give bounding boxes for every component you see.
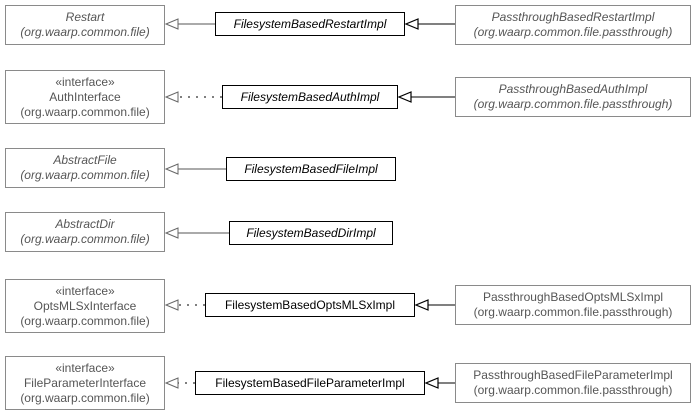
class-name: PassthroughBasedFileParameterImpl	[473, 368, 673, 382]
package-name: (org.waarp.common.file)	[20, 168, 150, 182]
class-name: AbstractFile	[53, 153, 117, 167]
class-abstract-file[interactable]: AbstractFile (org.waarp.common.file)	[5, 148, 165, 188]
class-name: OptsMLSxInterface	[33, 298, 137, 313]
class-filesystem-based-file-parameter-impl[interactable]: FilesystemBasedFileParameterImpl	[195, 371, 425, 395]
interface-file-parameter-interface[interactable]: «interface» FileParameterInterface (org.…	[5, 356, 165, 410]
class-name: FilesystemBasedAuthImpl	[240, 89, 380, 104]
package-name: (org.waarp.common.file)	[20, 104, 150, 119]
class-name: Restart	[65, 10, 105, 24]
stereotype-label: «interface»	[55, 360, 115, 375]
class-passthrough-based-file-parameter-impl[interactable]: PassthroughBasedFileParameterImpl (org.w…	[455, 363, 691, 403]
package-name: (org.waarp.common.file.passthrough)	[473, 383, 673, 397]
class-name: AbstractDir	[55, 217, 115, 231]
class-name: PassthroughBasedAuthImpl	[498, 82, 648, 96]
package-name: (org.waarp.common.file)	[20, 390, 150, 405]
stereotype-label: «interface»	[55, 74, 115, 89]
interface-auth-interface[interactable]: «interface» AuthInterface (org.waarp.com…	[5, 70, 165, 124]
class-filesystem-based-auth-impl[interactable]: FilesystemBasedAuthImpl	[222, 85, 398, 109]
package-name: (org.waarp.common.file)	[20, 313, 150, 328]
package-name: (org.waarp.common.file)	[20, 232, 150, 246]
class-filesystem-based-opts-mlsx-impl[interactable]: FilesystemBasedOptsMLSxImpl	[205, 293, 415, 317]
package-name: (org.waarp.common.file)	[20, 25, 150, 39]
class-passthrough-based-opts-mlsx-impl[interactable]: PassthroughBasedOptsMLSxImpl (org.waarp.…	[455, 285, 691, 325]
class-filesystem-based-restart-impl[interactable]: FilesystemBasedRestartImpl	[215, 12, 405, 36]
class-name: AuthInterface	[49, 89, 121, 104]
class-filesystem-based-dir-impl[interactable]: FilesystemBasedDirImpl	[229, 221, 393, 245]
class-abstract-dir[interactable]: AbstractDir (org.waarp.common.file)	[5, 212, 165, 252]
interface-opts-mlsx-interface[interactable]: «interface» OptsMLSxInterface (org.waarp…	[5, 279, 165, 333]
package-name: (org.waarp.common.file.passthrough)	[473, 97, 673, 111]
class-name: PassthroughBasedRestartImpl	[491, 10, 655, 24]
class-name: FileParameterInterface	[23, 375, 147, 390]
class-name: FilesystemBasedDirImpl	[246, 225, 376, 240]
class-filesystem-based-file-impl[interactable]: FilesystemBasedFileImpl	[226, 157, 396, 181]
package-name: (org.waarp.common.file.passthrough)	[473, 305, 673, 319]
class-name: FilesystemBasedFileImpl	[244, 161, 378, 176]
class-name: FilesystemBasedFileParameterImpl	[215, 375, 405, 390]
class-name: FilesystemBasedOptsMLSxImpl	[224, 297, 396, 312]
class-passthrough-based-restart-impl[interactable]: PassthroughBasedRestartImpl (org.waarp.c…	[455, 5, 691, 45]
class-name: PassthroughBasedOptsMLSxImpl	[482, 290, 664, 304]
class-passthrough-based-auth-impl[interactable]: PassthroughBasedAuthImpl (org.waarp.comm…	[455, 77, 691, 117]
package-name: (org.waarp.common.file.passthrough)	[473, 25, 673, 39]
class-name: FilesystemBasedRestartImpl	[233, 16, 387, 31]
class-restart[interactable]: Restart (org.waarp.common.file)	[5, 5, 165, 45]
stereotype-label: «interface»	[55, 283, 115, 298]
